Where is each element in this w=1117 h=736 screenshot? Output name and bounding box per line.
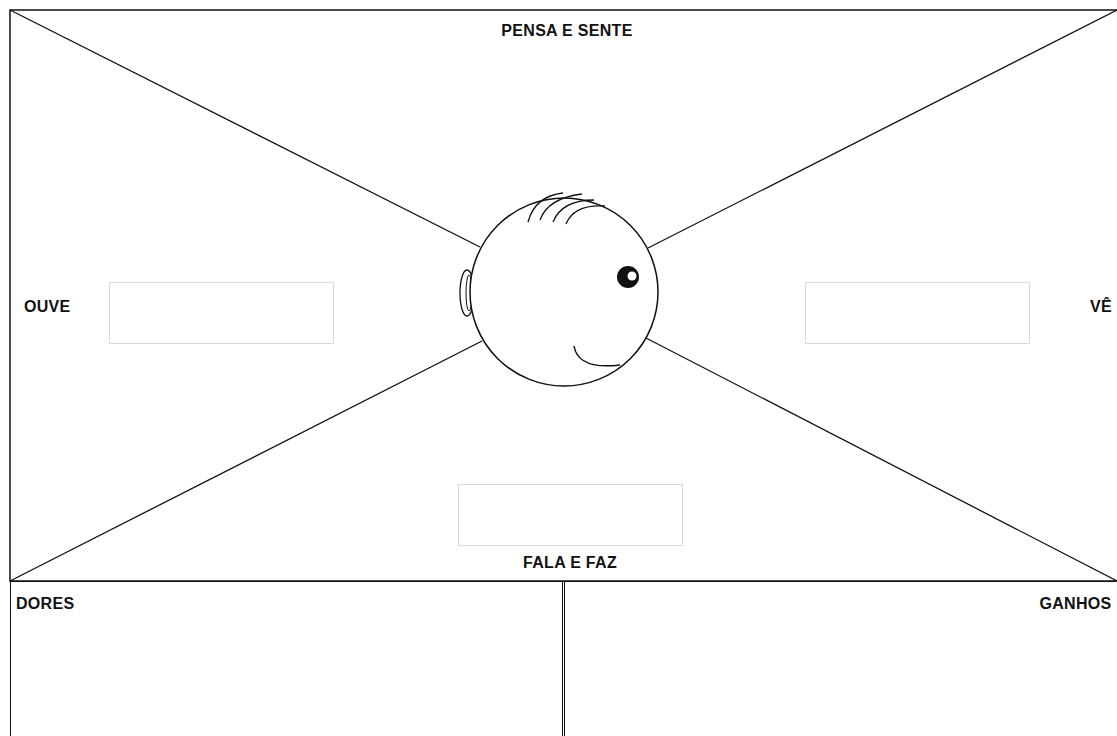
empty-box [110, 283, 334, 344]
empty-box [459, 485, 683, 546]
divider-line [10, 10, 480, 247]
quadrant-label: VÊ [1090, 297, 1112, 317]
section-box: DORES [10, 581, 563, 736]
quadrant-label: FALA E FAZ [523, 553, 617, 573]
quadrant-label: PENSA E SENTE [501, 21, 632, 41]
map-frame [10, 10, 1117, 581]
divider-line [10, 341, 482, 581]
section-title: GANHOS [1039, 594, 1111, 614]
quadrant-label: OUVE [24, 297, 71, 317]
divider-line [646, 338, 1117, 581]
section-box: GANHOS [564, 581, 1117, 736]
empty-box [806, 283, 1030, 344]
section-title: DORES [16, 594, 74, 614]
divider-line [648, 10, 1117, 248]
head-figure [460, 193, 658, 386]
